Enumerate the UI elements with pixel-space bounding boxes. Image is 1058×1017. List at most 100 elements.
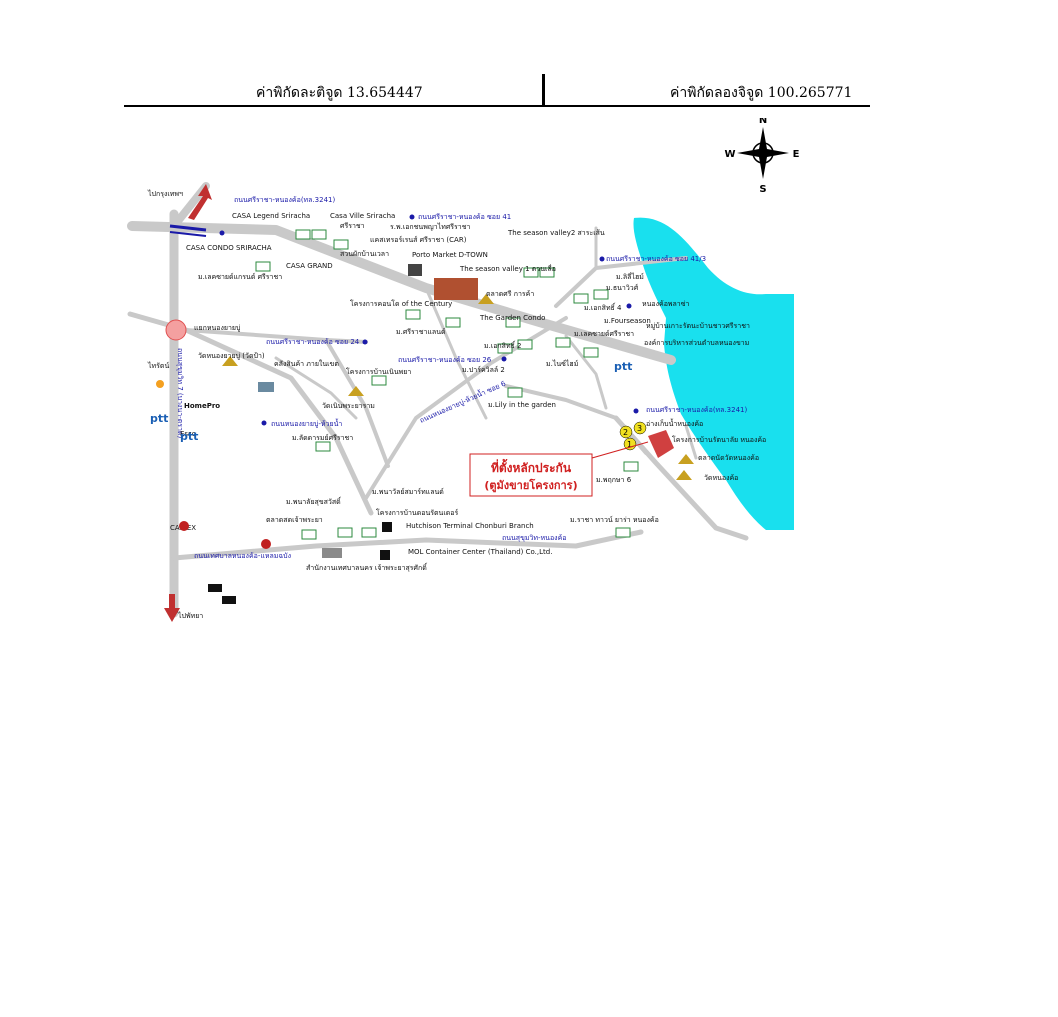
label-theplace: ม.ราชา ทาวน์ ยาร่า หนองค้อ	[570, 516, 659, 524]
label-phuket6: ม.พฤกษา 6	[596, 476, 632, 484]
road-inner-2	[424, 286, 488, 420]
label-sriracha: ศรีราชา	[340, 222, 365, 230]
label-market-nongkho: ตลาดนัดวัดหนองค้อ	[698, 454, 759, 462]
label-market: ตลาดศรี การค้า	[486, 290, 534, 298]
compass-north: N	[759, 118, 767, 126]
ptt-logo-3: ptt	[614, 360, 632, 373]
label-lake-grand: ม.เลคซายด์แกรนด์ ศรีราชา	[198, 273, 282, 281]
label-season-valley2: The season valley2 สาระเส้น	[507, 229, 605, 237]
label-century: โครงการคอนโด of the Century	[350, 299, 452, 308]
label-thairen: ไทรัตน์	[147, 361, 169, 370]
blue-road-marker-2	[169, 231, 207, 237]
label-village-nongkho: หมู่บ้านเกาะรัตนะบ้านชาวศรีราชา	[646, 322, 750, 330]
label-municipal: สำนักงานเทศบาลนคร เจ้าพระยาสุรศักดิ์	[306, 562, 428, 572]
label-road-main: ถนนศรีราชา-หนองค้อ(ทล.3241)	[234, 196, 335, 204]
label-villa-garden: ม.พนาวัลย์สมาร์ทแลนด์	[372, 488, 444, 496]
label-road-soi41: ถนนศรีราชา-หนองค้อ ซอย 41	[418, 213, 511, 221]
project-marker-2: 2	[623, 428, 628, 437]
caltex-icon	[179, 521, 189, 531]
road-soi-26	[324, 338, 390, 468]
label-road-main-2: ถนนศรีราชา-หนองค้อ(ทล.3241)	[646, 406, 747, 414]
label-suanphak: สวนผักบ้านเวลา	[340, 250, 389, 258]
label-casa-grand: CASA GRAND	[286, 262, 333, 270]
temple-icons	[222, 294, 694, 480]
road-tessaban	[171, 529, 644, 561]
coordinates-bar: ค่าพิกัดละติจูด 13.654447 ค่าพิกัดลองจิจ…	[124, 74, 870, 108]
label-to-pattaya: ไปพัทยา	[177, 611, 203, 620]
central-plaza-building	[434, 278, 478, 300]
label-nongkho-plaza: หนองค้อพลาซ่า	[642, 300, 689, 308]
shell-icon	[156, 380, 164, 388]
road-inner-1	[274, 356, 358, 420]
road-nongkho-south	[613, 415, 749, 541]
label-fourseason: ม.Fourseason	[604, 317, 651, 325]
project-callout-line	[591, 441, 649, 459]
label-highway: ถนนสุขุมวิท 7 (บางนา-ตราด)	[176, 348, 184, 438]
label-sriracha-mall: ตลาดสดเจ้าพระยา	[266, 516, 323, 524]
label-lily: ม.ลิลี่ไฮม์	[616, 272, 644, 281]
label-intersection: แยกหนองยายบู่	[194, 324, 240, 332]
compass-south: S	[759, 184, 766, 195]
ptt-logo-2: ptt	[180, 430, 198, 443]
label-the-garden: The Garden Condo	[479, 314, 545, 322]
road-network	[127, 182, 749, 618]
road-inner-3	[564, 334, 608, 410]
ptt-logo-1: ptt	[150, 412, 168, 425]
label-lake-sriracha: ม.เลคซายด์ศรีราชา	[574, 330, 634, 338]
label-homepro: HomePro	[184, 402, 220, 410]
label-wat-nernpho: วัดเนินพระยาราม	[322, 402, 375, 410]
compass-west: W	[724, 149, 735, 160]
label-factory: คลังสินค้า ภายในเขต	[274, 359, 339, 368]
label-park: ม.ปาร์ควิลล์ 2	[462, 366, 505, 374]
factory-warehouse	[258, 382, 274, 392]
label-central: แคสเทรอร์เรนส์ ศรีราชา (CAR)	[370, 236, 467, 244]
label-casa-condo: CASA CONDO SRIRACHA	[186, 244, 272, 252]
project-marker-3: 3	[637, 424, 642, 433]
label-bannoen: โครงการบ้านเนินพยา	[346, 367, 411, 376]
project-title: ที่ตั้งหลักประกัน	[491, 458, 572, 475]
label-reservoir: อ่างเก็บน้ำหนองค้อ	[646, 417, 703, 428]
label-ekasit2: ม.เอกสิทธิ์ 2	[484, 340, 522, 350]
label-lily-garden: ม.Lily in the garden	[488, 401, 556, 409]
project-subtitle: (ตูมังขายโครงการ)	[484, 478, 577, 493]
project-site-marker	[648, 430, 674, 458]
label-tambon: องค์การบริหารส่วนตำบลหนองขาม	[644, 339, 749, 347]
intersection-marker	[165, 319, 187, 341]
blue-road-marker	[169, 224, 207, 232]
label-to-bangkok: ไปกรุงเทพฯ	[147, 189, 183, 198]
label-casa-ville: Casa Ville Sriracha	[330, 212, 395, 220]
label-mu-nongyai: ม.ลัดดารมย์ศรีราชา	[292, 434, 353, 442]
arrow-to-pattaya-icon	[164, 594, 180, 622]
location-map: N S E W ไปกรุงเทพฯ ไปพัทยา ถนนสุขุมวิท 7…	[126, 115, 806, 628]
label-road-sukhumvit-nongkho: ถนนสุขุมวิท-หนองค้อ	[502, 534, 566, 542]
label-nongyai-temple: วัดหนองยายบู่ (วัดป้า)	[198, 352, 265, 360]
coordinates-underline	[124, 105, 870, 107]
label-road-soi24: ถนนศรีราชา-หนองค้อ ซอย 24	[266, 338, 360, 346]
label-kaew-house: โครงการบ้านดอนรัตนเดอร์	[376, 508, 458, 517]
label-casa-legend: CASA Legend Sriracha	[232, 212, 310, 220]
road-inner-4	[684, 424, 698, 460]
road-pointer-dots	[219, 214, 639, 426]
project-marker-1: 1	[627, 440, 632, 449]
label-road-soi41-3: ถนนศรีราชา-หนองค้อ ซอย 41/3	[606, 255, 706, 263]
coordinates-divider	[542, 74, 545, 105]
sea-area	[633, 217, 794, 530]
caltex-icon-2	[261, 539, 271, 549]
label-road-tessaban: ถนนเทศบาลหนองค้อ-แหลมฉบัง	[194, 552, 291, 560]
compass-east: E	[793, 149, 800, 160]
porto-market-building	[408, 264, 422, 276]
label-nice: ม.ไนซ์ไฮม์	[546, 359, 578, 368]
label-centria: ม.ธนาวิวศ์	[606, 284, 639, 292]
label-mol: MOL Container Center (Thailand) Co.,Ltd.	[408, 548, 552, 556]
factory-icons	[208, 522, 392, 604]
label-road-soi26: ถนนศรีราชา-หนองค้อ ซอย 26	[398, 356, 492, 364]
label-sriracha-land: ม.ศรีราชาแลนด์	[396, 328, 446, 336]
label-terminal: Hutchison Terminal Chonburi Branch	[406, 522, 534, 530]
label-pinklao: ม.พนาลัยสุขสวัสดิ์	[286, 496, 342, 506]
village-icons	[255, 229, 639, 540]
municipal-building	[322, 548, 342, 558]
longitude-label: ค่าพิกัดลองจิจูด 100.265771	[670, 85, 853, 101]
label-season-valley1: The season valley 1 ดวนเลื่อ	[459, 264, 556, 273]
label-wat-nongkho: วัดหนองค้อ	[704, 474, 738, 482]
label-esso: Esso	[180, 430, 196, 438]
